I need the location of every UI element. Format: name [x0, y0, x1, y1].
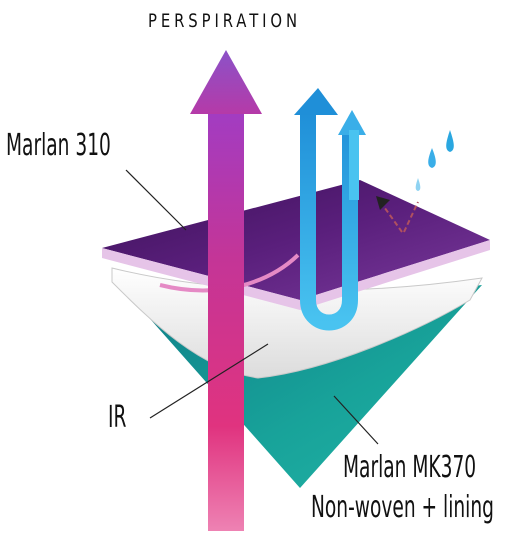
moisture-arrow-head: [294, 88, 338, 115]
top-layer-shape: [102, 180, 490, 300]
moisture-arrow-left: [300, 112, 358, 331]
diagram-title: PERSPIRATION: [148, 10, 301, 32]
label-bottom-layer: Marlan MK370: [343, 450, 477, 485]
top-layer-edge: [102, 240, 490, 310]
label-top-layer: Marlan 310: [6, 128, 111, 163]
vapor-arrow: [403, 201, 419, 233]
droplet-icon: [415, 178, 421, 191]
leader-line-mk370: [333, 395, 379, 445]
label-bottom-layer-detail: Non-woven + lining: [311, 490, 494, 525]
vapor-arrow-head: [376, 196, 390, 210]
leader-line-marlan310: [125, 169, 187, 231]
moisture-arrow-head-2: [338, 110, 366, 135]
vapor-arrow: [381, 203, 403, 233]
droplet-icon: [446, 130, 454, 152]
heat-arrow-head: [190, 50, 262, 114]
leader-line-ir: [149, 343, 269, 419]
droplet-icon: [428, 148, 436, 168]
label-middle-layer: IR: [108, 400, 127, 435]
heat-arrow-shaft: [208, 112, 244, 531]
